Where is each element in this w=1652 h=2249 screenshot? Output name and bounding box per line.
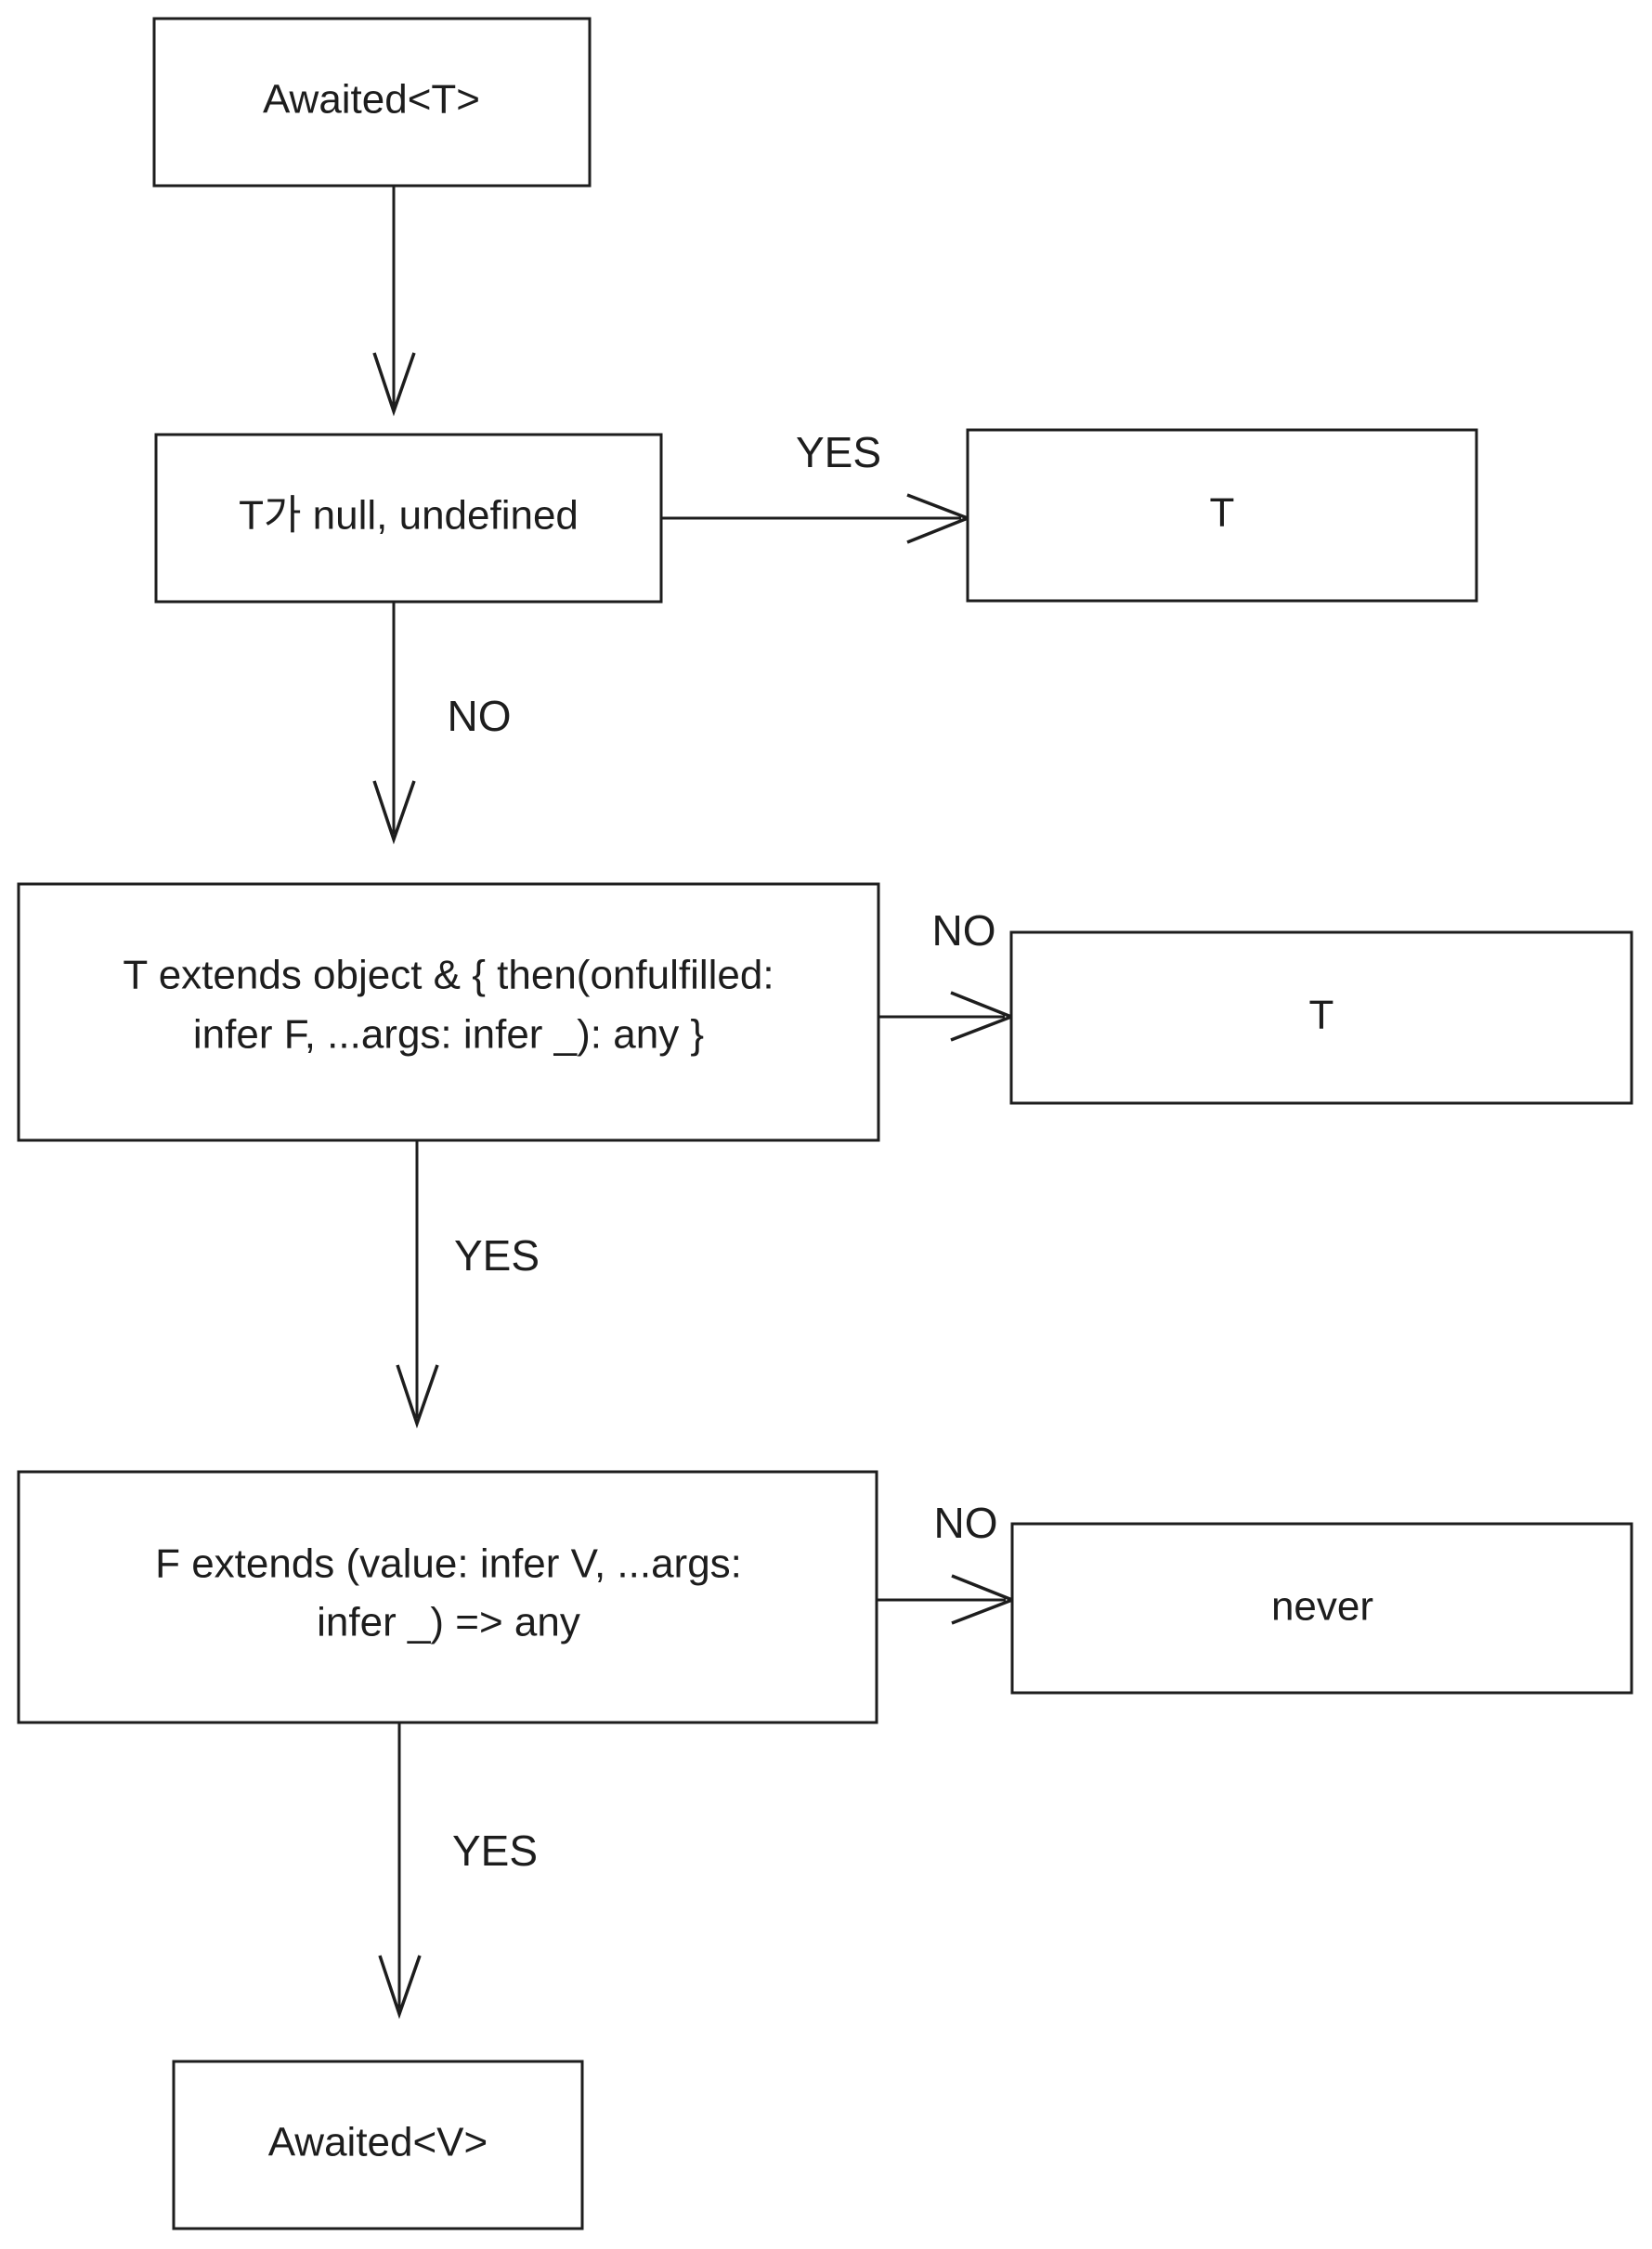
- node-t-thenable[interactable]: T extends object & { then(onfulfilled: i…: [17, 882, 880, 1142]
- node-result-never-label: never: [1271, 1584, 1373, 1630]
- edge-t-thenable-to-f-callable: YES: [396, 1140, 540, 1429]
- edge-label-yes-1: YES: [796, 428, 881, 476]
- node-awaited-t[interactable]: Awaited<T>: [152, 17, 592, 188]
- node-result-t-2[interactable]: T: [1009, 930, 1633, 1105]
- node-t-nullish-label: T가 null, undefined: [239, 493, 579, 539]
- node-t-nullish-box[interactable]: [154, 433, 663, 604]
- edge-f-callable-to-result-never: NO: [877, 1499, 1017, 1625]
- node-t-thenable-label-line2: infer F, ...args: infer _): any }: [193, 1012, 704, 1058]
- node-awaited-v-label: Awaited<V>: [268, 2120, 488, 2165]
- node-result-t-1[interactable]: T: [966, 428, 1478, 603]
- node-awaited-t-box[interactable]: [152, 17, 592, 188]
- edge-t-nullish-to-result-t-1: YES: [661, 428, 972, 544]
- edge-f-callable-to-awaited-v: YES: [378, 1722, 538, 2020]
- node-result-never[interactable]: never: [1010, 1522, 1633, 1695]
- edge-label-no-3: NO: [934, 1499, 998, 1547]
- node-awaited-t-label: Awaited<T>: [263, 77, 480, 123]
- node-f-callable[interactable]: F extends (value: infer V, ...args: infe…: [17, 1470, 878, 1724]
- edge-label-yes-3: YES: [452, 1826, 538, 1875]
- edge-t-thenable-to-result-t-2: NO: [878, 906, 1016, 1042]
- node-result-t-2-label: T: [1309, 993, 1334, 1038]
- edge-label-yes-2: YES: [454, 1231, 540, 1280]
- node-f-callable-label-line2: infer _) => any: [317, 1600, 580, 1645]
- edge-label-no-2: NO: [932, 906, 996, 955]
- node-f-callable-label-line1: F extends (value: infer V, ...args:: [155, 1541, 742, 1587]
- node-t-thenable-label-line1: T extends object & { then(onfulfilled:: [123, 953, 774, 998]
- node-result-never-box[interactable]: [1010, 1522, 1633, 1695]
- edge-t-nullish-to-t-thenable: NO: [372, 602, 512, 845]
- node-awaited-v[interactable]: Awaited<V>: [172, 2060, 584, 2230]
- node-result-t-1-label: T: [1210, 490, 1235, 536]
- edge-label-no-1: NO: [448, 692, 512, 740]
- node-t-nullish[interactable]: T가 null, undefined: [154, 433, 663, 604]
- node-result-t-1-box[interactable]: [966, 428, 1478, 603]
- node-awaited-v-box[interactable]: [172, 2060, 584, 2230]
- node-t-thenable-box[interactable]: [17, 882, 880, 1142]
- edge-awaited-t-to-t-nullish: [372, 186, 416, 417]
- node-f-callable-box[interactable]: [17, 1470, 878, 1724]
- node-result-t-2-box[interactable]: [1009, 930, 1633, 1105]
